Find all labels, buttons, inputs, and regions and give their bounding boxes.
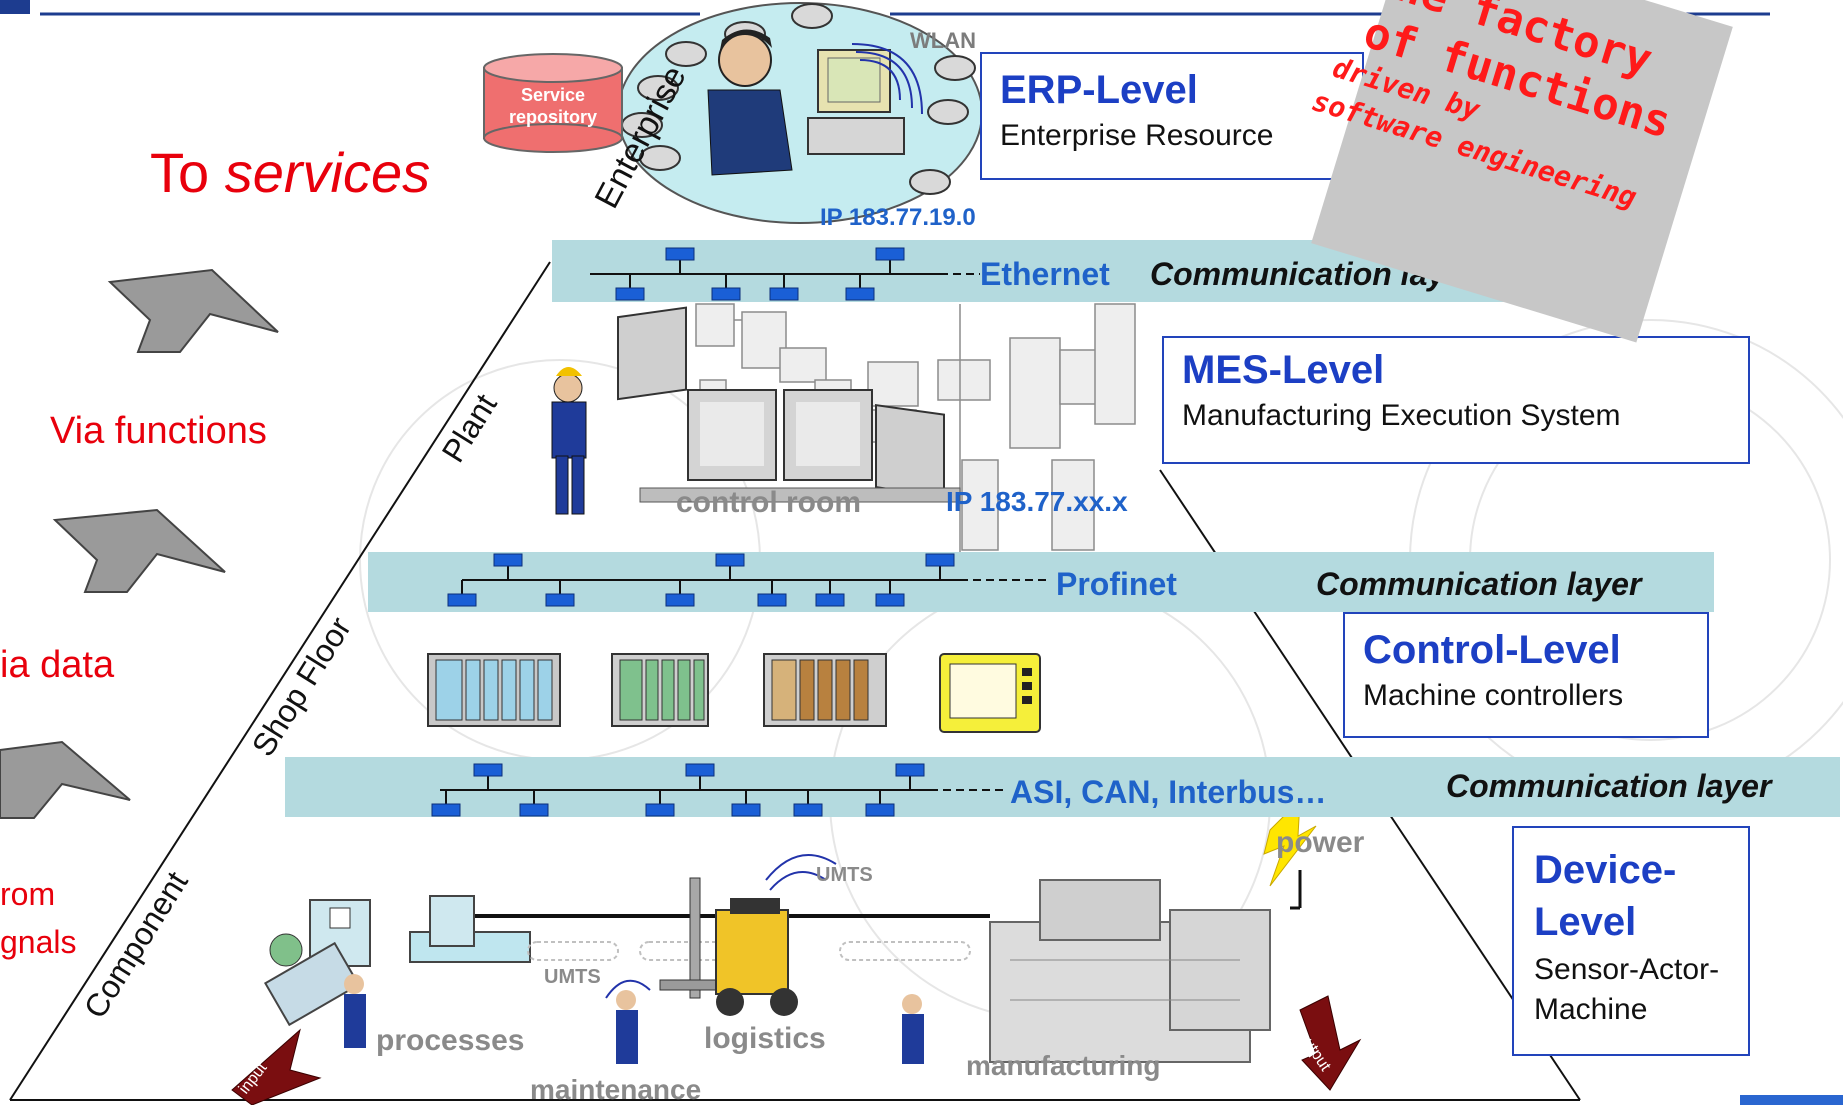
via-data-text: ia data	[0, 644, 115, 686]
mes-level-subtitle: Manufacturing Execution System	[1182, 399, 1621, 432]
ethernet-node-down	[845, 287, 875, 301]
mes-function-blocks	[695, 303, 1136, 560]
fieldbus-node-up	[473, 763, 503, 777]
fieldbus-node-down	[793, 803, 823, 817]
fieldbus-node-up	[685, 763, 715, 777]
output-arrow	[1299, 995, 1362, 1091]
fieldbus-node-down	[519, 803, 549, 817]
to-prefix: To	[150, 141, 210, 204]
fieldbus-label: ASI, CAN, Interbus…	[1010, 774, 1327, 810]
wlan-label: WLAN	[910, 28, 976, 53]
profinet-node-down	[875, 593, 905, 607]
ethernet-node-down	[769, 287, 799, 301]
plant-ip-label: IP 183.77.xx.x	[946, 486, 1128, 517]
fieldbus-node-up	[895, 763, 925, 777]
fieldbus-node-down	[431, 803, 461, 817]
enterprise-ip-label: IP 183.77.19.0	[820, 204, 976, 231]
fieldbus-node-down	[645, 803, 675, 817]
erp-level-box: ERP-Level Enterprise Resource	[980, 52, 1364, 180]
comm-layer-label-2: Communication layer	[1316, 566, 1642, 602]
profinet-node-down	[447, 593, 477, 607]
from-text: rom	[0, 876, 56, 912]
ethernet-label: Ethernet	[980, 256, 1110, 292]
mes-level-title: MES-Level	[1182, 348, 1385, 392]
profinet-node-down	[665, 593, 695, 607]
manufacturing-machine-icon	[989, 870, 1302, 1063]
profinet-label: Profinet	[1056, 566, 1177, 602]
logistics-label: logistics	[704, 1022, 826, 1055]
worker-manufacturing	[902, 994, 924, 1064]
umts-label-forklift: UMTS	[816, 864, 873, 886]
ethernet-node-down	[615, 287, 645, 301]
signals-text: gnals	[0, 924, 77, 960]
power-label: power	[1276, 826, 1365, 859]
manufacturing-label: manufacturing	[966, 1050, 1161, 1081]
plc-rack-3	[763, 653, 887, 727]
device-level-title-1: Device-	[1534, 848, 1677, 892]
profinet-layer-bar	[368, 552, 1714, 612]
fieldbus-node-down	[731, 803, 761, 817]
comm-layer-label-3: Communication layer	[1446, 768, 1772, 804]
via-functions-text: Via functions	[50, 410, 267, 452]
erp-level-subtitle: Enterprise Resource	[1000, 119, 1274, 152]
ethernet-node-down	[711, 287, 741, 301]
profinet-node-up	[925, 553, 955, 567]
input-arrow	[231, 1028, 322, 1105]
worker-processes	[344, 974, 366, 1048]
device-level-subtitle-1: Sensor-Actor-	[1534, 953, 1720, 986]
profinet-node-up	[493, 553, 523, 567]
mes-level-box: MES-Level Manufacturing Execution System	[1162, 336, 1750, 464]
service-repository-line1: Service	[520, 85, 586, 105]
forklift-icon	[659, 854, 837, 1016]
ethernet-node-up	[875, 247, 905, 261]
device-level-title-2: Level	[1534, 900, 1637, 944]
control-level-title: Control-Level	[1363, 628, 1621, 672]
maintenance-label: maintenance	[530, 1074, 702, 1105]
control-room-monitors	[617, 306, 961, 503]
control-room-operator	[551, 367, 587, 515]
gray-arrows	[0, 268, 279, 819]
plc-rack-1	[427, 653, 561, 727]
header-block	[0, 0, 30, 14]
hmi-panel	[939, 653, 1041, 733]
enterprise-user-icon	[707, 29, 923, 176]
control-level-subtitle: Machine controllers	[1363, 679, 1624, 712]
device-level-box: Device- Level Sensor-Actor- Machine	[1512, 826, 1750, 1056]
profinet-node-down	[815, 593, 845, 607]
footer-accent	[1740, 1095, 1843, 1105]
device-level-subtitle-2: Machine	[1534, 993, 1648, 1026]
processes-label: processes	[376, 1024, 525, 1057]
worker-maintenance	[605, 979, 651, 1064]
service-repository-line2: repository	[508, 107, 598, 127]
to-services-text: To services	[150, 140, 430, 205]
control-room-label: control room	[676, 486, 861, 519]
erp-level-title: ERP-Level	[1000, 68, 1198, 112]
profinet-node-down	[757, 593, 787, 607]
service-repository-icon	[483, 53, 623, 153]
profinet-node-up	[715, 553, 745, 567]
umts-label-maintenance: UMTS	[544, 966, 601, 988]
ethernet-node-up	[665, 247, 695, 261]
services-word: services	[224, 141, 431, 204]
profinet-node-down	[545, 593, 575, 607]
service-repository-label: Service repository	[494, 84, 612, 128]
control-level-box: Control-Level Machine controllers	[1343, 612, 1709, 738]
fieldbus-node-down	[865, 803, 895, 817]
plc-rack-2	[611, 653, 709, 727]
